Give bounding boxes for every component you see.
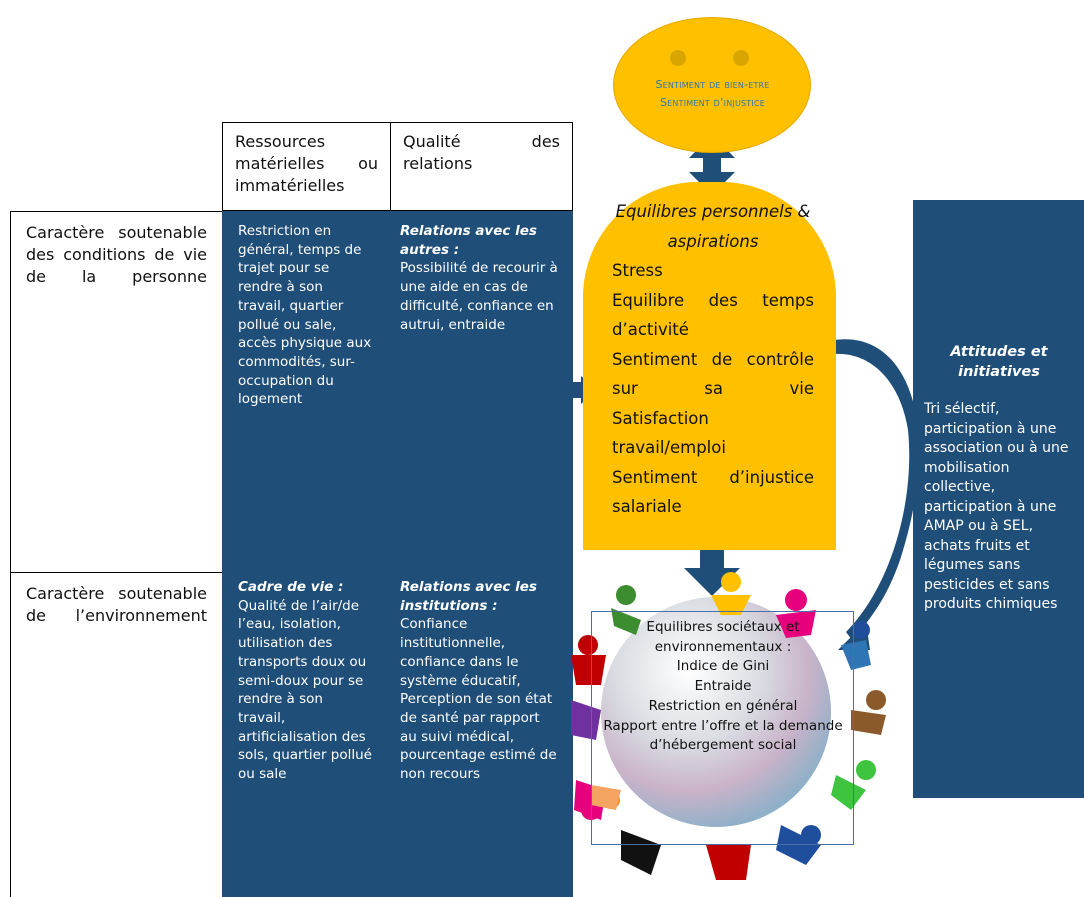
cell-env-resources-text: Qualité de l’air/de l’eau, isolation, ut… — [238, 597, 372, 783]
right-eye — [733, 50, 749, 66]
cell-living-resources-text: Restriction en général, temps de trajet … — [238, 223, 372, 408]
personal-item-satisfaction: Satisfaction travail/emploi — [612, 408, 726, 458]
row-label-environment: Caractère soutenable de l’environnement — [12, 575, 221, 635]
left-eye — [670, 50, 686, 66]
attitudes-panel — [913, 200, 1084, 798]
personal-item-stress: Stress — [612, 261, 663, 280]
attitudes-body: Tri sélectif, participation à une associ… — [924, 401, 1069, 612]
column-header-relations: Qualité des relations — [390, 122, 573, 211]
cell-env-relations-text: Confiance institutionnelle, confiance da… — [400, 616, 557, 783]
cell-env-resources-title: Cadre de vie : — [238, 579, 344, 595]
personal-item-control: Sentiment de contrôle sur sa vie — [612, 349, 814, 399]
head-line-1: Sentiment de bien-etre — [655, 78, 770, 91]
societal-item-gini: Indice de Gini — [676, 658, 770, 675]
societal-box — [591, 611, 854, 845]
attitudes-title: Attitudes et initiatives — [950, 344, 1048, 380]
globe-sphere — [601, 597, 831, 827]
globe-illustration — [571, 572, 886, 880]
navy-grid — [222, 211, 573, 897]
row-label-living-text: Caractère soutenable des conditions de v… — [26, 223, 207, 286]
people-ring-icon — [571, 572, 886, 880]
societal-item-restriction: Restriction en général — [648, 697, 798, 714]
attitudes-text: Attitudes et initiatives Tri sélectif, p… — [924, 342, 1074, 615]
societal-item-housing: Rapport entre l’offre et la demande d’hé… — [603, 717, 843, 754]
cell-env-resources: Cadre de vie : Qualité de l’air/de l’eau… — [224, 568, 388, 794]
societal-item-entraide: Entraide — [694, 678, 752, 695]
personal-item-time-balance: Equilibre des temps d’activité — [612, 290, 814, 340]
column-header-relations-text: Qualité des relations — [403, 132, 560, 173]
row-environment-box — [10, 572, 223, 897]
personal-body — [583, 182, 836, 550]
cell-env-relations-title: Relations avec les institutions : — [400, 579, 537, 614]
head-text: Sentiment de bien-etre Sentiment d’injus… — [630, 76, 795, 112]
cell-env-relations: Relations avec les institutions : Confia… — [386, 568, 572, 794]
cell-living-relations-text: Possibilité de recourir à une aide en ca… — [400, 260, 558, 333]
cell-living-relations-title: Relations avec les autres : — [400, 223, 537, 258]
column-header-resources: Ressources matérielles ou immatérielles — [222, 122, 391, 211]
societal-title: Equilibres sociétaux et environnementaux… — [646, 619, 800, 655]
cell-living-relations: Relations avec les autres : Possibilité … — [386, 212, 572, 344]
head-circle — [613, 17, 811, 153]
personal-item-injustice: Sentiment d’injustice salariale — [612, 467, 814, 517]
societal-text: Equilibres sociétaux et environnementaux… — [594, 618, 852, 756]
personal-title: Equilibres personnels & aspirations — [615, 202, 811, 251]
row-label-living: Caractère soutenable des conditions de v… — [12, 214, 221, 296]
row-label-environment-text: Caractère soutenable de l’environnement — [26, 584, 207, 625]
personal-text: Equilibres personnels & aspirations Stre… — [612, 197, 814, 522]
cell-living-resources: Restriction en général, temps de trajet … — [224, 212, 388, 419]
head-line-2: Sentiment d’injustice — [660, 96, 765, 109]
curved-arrow — [835, 339, 920, 640]
column-header-resources-text: Ressources matérielles ou immatérielles — [235, 132, 378, 195]
